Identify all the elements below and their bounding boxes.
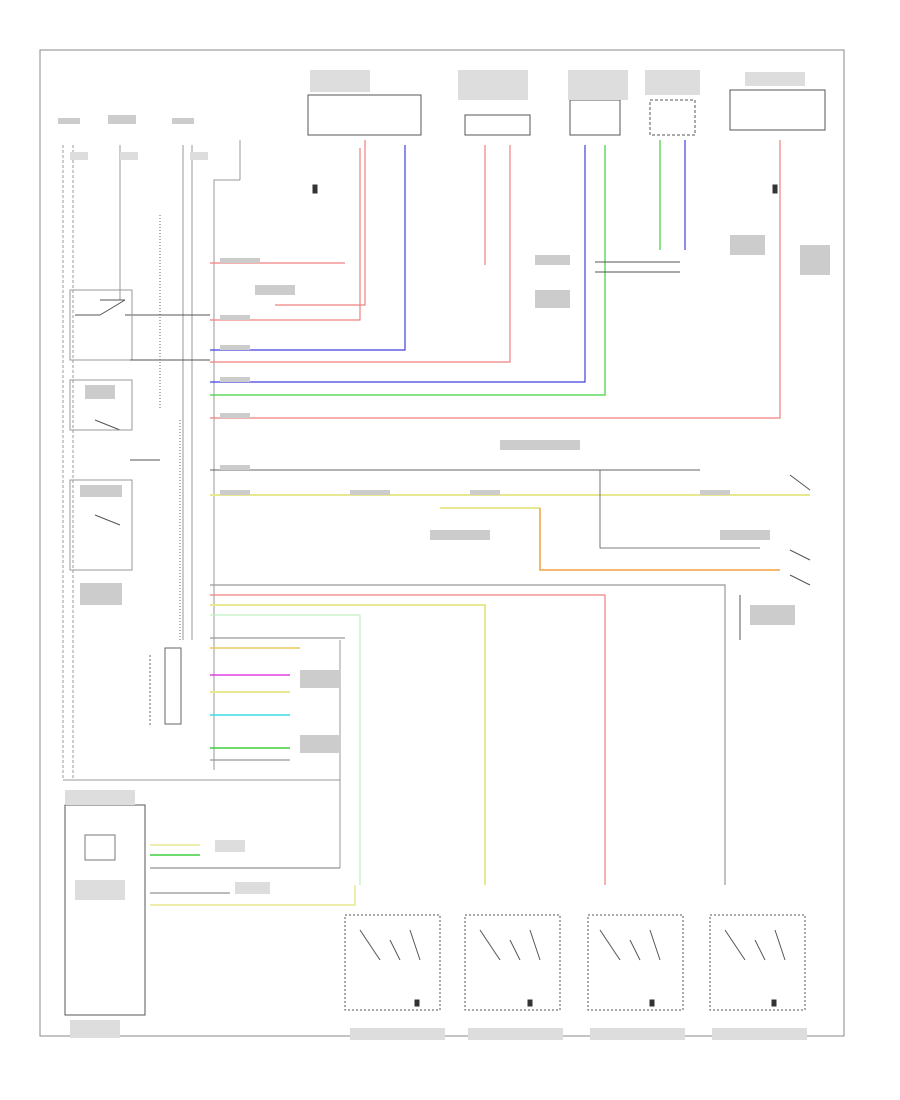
- bottom-sensor-3: [587, 914, 685, 1040]
- top-module-2: [458, 70, 531, 136]
- wire-red-6: [210, 140, 781, 419]
- wire-red-sensor-3: [210, 594, 606, 885]
- fuse-feeds: [62, 140, 341, 868]
- bottom-sensor-2: [464, 914, 563, 1040]
- wire-red-2: [275, 140, 366, 306]
- wire-yellow-sensor-2: [210, 604, 486, 885]
- bus-labels: [220, 235, 830, 753]
- bottom-sensor-1: [344, 914, 445, 1040]
- wire-bus: [210, 140, 810, 571]
- ground-symbols: [312, 184, 778, 1007]
- wire-blue-1: [210, 145, 406, 351]
- diagram-frame: [39, 49, 845, 1037]
- top-module-1: [307, 70, 422, 136]
- top-module-3: [568, 70, 628, 136]
- top-module-5: [729, 72, 826, 131]
- control-module: [64, 790, 356, 1038]
- wire-red-4: [210, 145, 511, 363]
- left-switch-labels: [80, 385, 122, 605]
- left-switches: [69, 289, 210, 571]
- wire-gray-sensor-4: [210, 584, 726, 885]
- sensor-bus: [210, 584, 726, 885]
- right-switches: [595, 261, 811, 640]
- connector-blocks: [149, 215, 182, 725]
- wire-black-2: [599, 470, 760, 549]
- top-module-4: [645, 70, 700, 136]
- wire-orange-1: [539, 508, 780, 571]
- wire-blue-2: [210, 145, 586, 383]
- bottom-sensor-4: [709, 914, 807, 1040]
- wire-green-sensor-1: [210, 614, 361, 885]
- wire-green-1: [210, 145, 606, 396]
- wire-red-3: [210, 148, 361, 321]
- fuse-labels: [58, 115, 208, 160]
